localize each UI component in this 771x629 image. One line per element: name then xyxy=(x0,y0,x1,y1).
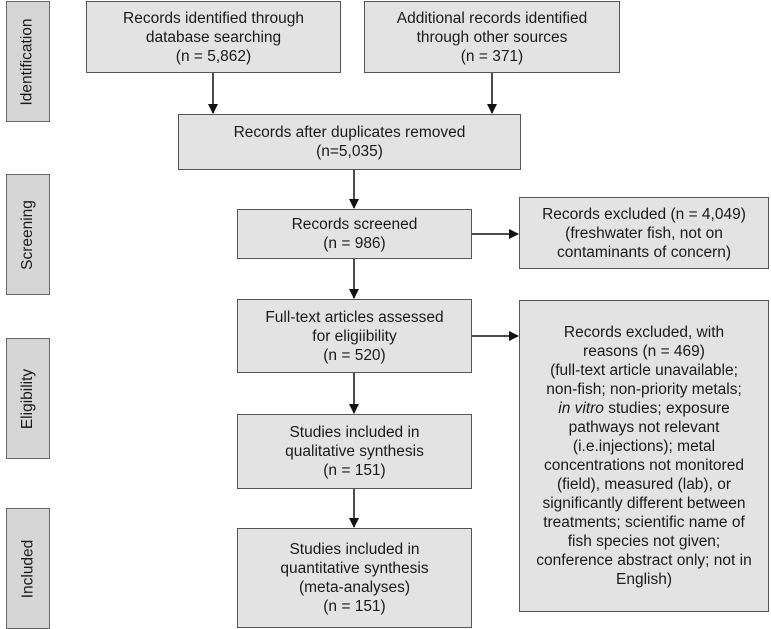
box-records-screened: Records screened (n = 986) xyxy=(237,209,472,259)
box-excl-ft-line-11: treatments; scientific name of xyxy=(543,514,745,531)
box-excl-ft-line-14: English) xyxy=(616,571,672,588)
box-excl-ft-line-12: fish species not given; xyxy=(567,533,721,550)
box-fulltext-line-1: Full-text articles assessed xyxy=(265,308,444,326)
box-fulltext-line-3: (n = 520) xyxy=(323,346,386,364)
box-excl-scr-line-3: contaminants of concern) xyxy=(556,243,732,261)
in-vitro-term: in vitro xyxy=(558,400,604,417)
box-duplicates-removed: Records after duplicates removed (n=5,03… xyxy=(178,114,521,170)
box-excl-ft-line-1: Records excluded, with xyxy=(563,324,725,341)
box-quant-line-1: Studies included in xyxy=(289,541,420,558)
box-excl-ft-line-9: (field), measured (lab), or xyxy=(556,476,731,493)
box-fulltext-line-2: for eligiibility xyxy=(312,327,397,345)
box-excl-scr-line-2: (freshwater fish, not on xyxy=(565,224,723,242)
stage-screening: Screening xyxy=(6,174,50,295)
box-database-line-3: (n = 5,862) xyxy=(175,47,252,65)
box-excluded-screening: Records excluded (n = 4,049) (freshwater… xyxy=(519,197,769,269)
box-other-line-3: (n = 371) xyxy=(460,47,524,65)
box-excluded-fulltext: Records excluded, with reasons (n = 469)… xyxy=(519,300,769,612)
box-qual-line-3: (n = 151) xyxy=(323,462,386,479)
box-quant-line-4: (n = 151) xyxy=(323,598,386,615)
stage-included: Included xyxy=(6,508,50,629)
box-excl-ft-line-5: in vitro studies; exposure xyxy=(558,399,729,418)
box-excl-ft-line-8: concentrations not monitored xyxy=(544,457,744,474)
box-duplicates-line-2: (n=5,035) xyxy=(316,143,383,160)
box-other-sources: Additional records identified through ot… xyxy=(364,1,620,73)
box-excl-scr-line-1: Records excluded (n = 4,049) xyxy=(542,205,746,223)
box-database-line-1: Records identified through xyxy=(123,9,304,27)
box-excl-ft-line-13: conference abstract only; not in xyxy=(536,552,752,569)
box-qualitative-synthesis: Studies included in qualitative synthesi… xyxy=(237,414,472,489)
box-duplicates-line-1: Records after duplicates removed xyxy=(233,124,466,141)
box-quant-line-2: quantitative synthesis xyxy=(280,560,429,577)
box-fulltext-assessed: Full-text articles assessed for eligiibi… xyxy=(237,299,472,373)
box-quantitative-synthesis: Studies included in quantitative synthes… xyxy=(237,528,472,628)
box-other-line-2: through other sources xyxy=(416,28,568,46)
box-other-line-1: Additional records identified xyxy=(396,9,588,27)
box-quant-line-3: (meta-analyses) xyxy=(298,579,411,596)
box-excl-ft-line-10: significantly different between xyxy=(542,495,746,512)
box-excl-ft-line-7: (i.e.injections); metal xyxy=(572,438,716,455)
box-excl-ft-line-4: non-fish; non-priority metals; xyxy=(546,381,742,398)
box-excl-ft-line-3: (full-text article unavailable; xyxy=(550,362,738,379)
box-excl-ft-line-5-rest: studies; exposure xyxy=(608,400,730,417)
stage-identification: Identification xyxy=(6,1,50,122)
stage-eligibility: Eligibility xyxy=(6,338,50,459)
box-excl-ft-line-2: reasons (n = 469) xyxy=(583,343,705,360)
box-screened-line-1: Records screened xyxy=(291,216,418,233)
box-qual-line-2: qualitative synthesis xyxy=(285,443,424,460)
box-database-line-2: database searching xyxy=(145,28,282,46)
box-qual-line-1: Studies included in xyxy=(289,424,420,441)
box-screened-line-2: (n = 986) xyxy=(323,235,386,252)
box-database-search: Records identified through database sear… xyxy=(86,1,341,73)
box-excl-ft-line-6: pathways not relevant xyxy=(568,419,720,436)
